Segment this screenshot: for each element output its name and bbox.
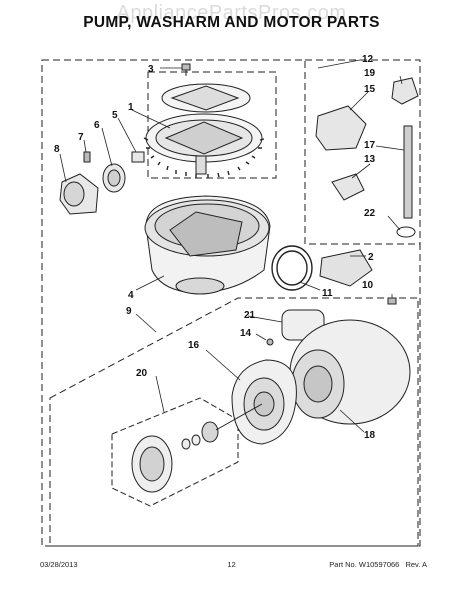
washarm-box xyxy=(147,71,277,179)
callout-16: 16 xyxy=(188,340,200,351)
callout-17: 17 xyxy=(364,140,376,151)
page-title: PUMP, WASHARM AND MOTOR PARTS xyxy=(83,14,380,31)
part-number-label: Part No. xyxy=(329,560,357,569)
volute-part xyxy=(231,359,297,445)
leader-lines xyxy=(59,59,405,433)
callout-2: 2 xyxy=(368,252,374,263)
callout-6: 6 xyxy=(94,120,100,131)
washarm-part xyxy=(145,83,263,175)
screw-part-10 xyxy=(387,297,397,305)
callout-21: 21 xyxy=(244,310,256,321)
screw-part-3 xyxy=(181,63,191,76)
callout-5: 5 xyxy=(112,110,118,121)
callout-19: 19 xyxy=(364,68,376,79)
footer-date: 03/28/2013 xyxy=(40,560,78,569)
callout-20: 20 xyxy=(136,368,148,379)
washarm-teeth xyxy=(143,137,265,178)
callout-3: 3 xyxy=(148,64,154,75)
revision-value: A xyxy=(421,560,427,569)
revision-label: Rev. xyxy=(405,560,421,569)
callout-15: 15 xyxy=(364,84,376,95)
footer-page-number: 12 xyxy=(227,560,236,569)
callout-8: 8 xyxy=(54,144,60,155)
sump-part xyxy=(144,195,271,295)
right-column-parts xyxy=(315,77,419,238)
callout-10: 10 xyxy=(362,280,374,291)
right-accessory-box xyxy=(305,59,421,244)
impeller-box xyxy=(111,397,239,507)
callout-18: 18 xyxy=(364,430,376,441)
footer-part-number: Part No. W10597066 Rev. A xyxy=(329,560,427,569)
watermark-text: AppliancePartsPros.com xyxy=(116,2,347,24)
callout-11: 11 xyxy=(322,288,333,299)
callout-7: 7 xyxy=(78,132,84,143)
motor-assembly-box xyxy=(49,297,419,547)
callout-9: 9 xyxy=(126,306,132,317)
callout-12: 12 xyxy=(362,54,374,65)
part-number-value: W10597066 xyxy=(358,560,400,569)
cover-part-2 xyxy=(319,249,373,287)
gasket-part xyxy=(271,245,313,291)
impeller-parts xyxy=(131,403,263,493)
callout-22: 22 xyxy=(364,208,376,219)
motor-part xyxy=(266,309,411,425)
callout-1: 1 xyxy=(128,102,134,113)
callout-13: 13 xyxy=(364,154,376,165)
callout-4: 4 xyxy=(128,290,134,301)
callout-14: 14 xyxy=(240,328,252,339)
small-parts-left xyxy=(59,151,145,215)
